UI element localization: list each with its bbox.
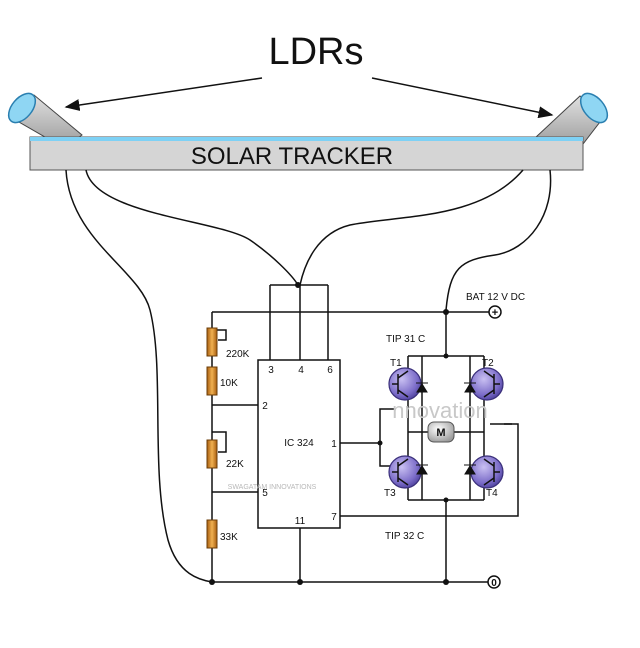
ic-pin-1: 1 [331, 439, 337, 450]
resistor-22k: 22K [206, 439, 244, 470]
transistor-t2: T2 [470, 358, 504, 401]
svg-text:T2: T2 [482, 358, 494, 369]
ic-label: IC 324 [284, 438, 314, 449]
svg-text:+: + [492, 307, 498, 319]
ic-pin-11: 11 [295, 516, 306, 527]
svg-text:M: M [436, 427, 445, 439]
solar-panel: SOLAR TRACKER [29, 136, 584, 171]
supply-label: BAT 12 V DC [466, 292, 525, 303]
svg-text:10K: 10K [220, 378, 238, 389]
transistor-t4: T4 [470, 455, 504, 499]
panel-label: SOLAR TRACKER [191, 143, 393, 170]
title-ldrs: LDRs [268, 31, 363, 73]
svg-text:T4: T4 [486, 488, 498, 499]
ic-324: IC 324 3 4 6 2 1 5 7 11 [257, 359, 341, 529]
resistor-33k: 33K [206, 519, 238, 549]
transistor-t3: T3 [384, 455, 422, 499]
resistor-10k: 10K [206, 366, 238, 396]
ic-pin-3: 3 [268, 365, 274, 376]
svg-text:33K: 33K [220, 532, 238, 543]
transistor-t1: T1 [388, 358, 422, 401]
ldr-arrow-left [64, 77, 263, 111]
bottom-transistor-type: TIP 32 C [385, 531, 424, 542]
bridge-diodes [416, 382, 476, 475]
watermark-bridge: nnovation [392, 398, 487, 423]
terminal-ground: 0 [487, 575, 501, 589]
svg-text:T3: T3 [384, 488, 396, 499]
ic-pin-7: 7 [331, 512, 337, 523]
watermark-center: SWAGATAM INNOVATIONS [228, 484, 317, 491]
terminal-plus: + [488, 305, 502, 319]
top-transistor-type: TIP 31 C [386, 334, 425, 345]
ldr-wires [65, 169, 552, 583]
ldr-tube-left [7, 92, 83, 149]
ldr-tube-right [533, 92, 609, 149]
ic-pin-5: 5 [262, 488, 268, 499]
svg-text:220K: 220K [226, 349, 250, 360]
dc-motor: M [427, 421, 455, 443]
svg-text:22K: 22K [226, 459, 244, 470]
ic-pin-4: 4 [298, 365, 304, 376]
ldr-arrow-right [371, 77, 554, 119]
resistor-220k: 220K [206, 327, 250, 360]
junction-dots [209, 282, 449, 585]
ic-pin-6: 6 [327, 365, 333, 376]
svg-text:0: 0 [491, 578, 497, 589]
ic-pin-2: 2 [262, 401, 268, 412]
svg-text:T1: T1 [390, 358, 402, 369]
